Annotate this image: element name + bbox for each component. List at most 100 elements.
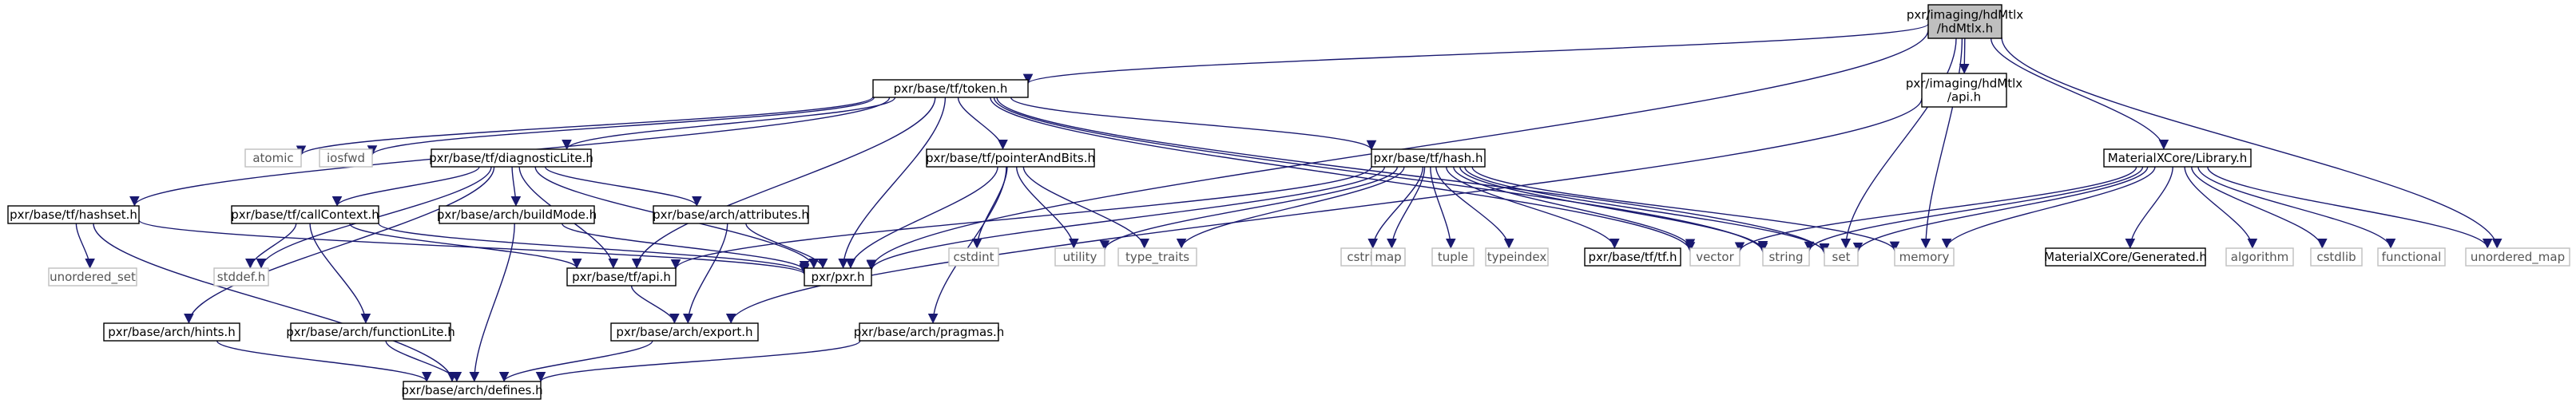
node-box (1927, 4, 2002, 39)
edge-mxlib-to-string (1804, 166, 2144, 252)
node-label: pxr/base/arch/export.h (616, 325, 752, 339)
node-label: pxr/base/arch/pragmas.h (854, 325, 1005, 339)
edge-token-to-hash (1010, 97, 1377, 151)
edge-token-to-string (993, 97, 1768, 253)
node-label: pxr/base/tf/tf.h (1589, 250, 1677, 264)
node-tfapi[interactable]: pxr/base/tf/api.h (566, 267, 677, 287)
edge-mxlib-to-algorithm (2184, 166, 2258, 249)
nodes-layer: pxr/imaging/hdMtlx/hdMtlx.h pxr/base/tf/t… (7, 4, 2570, 400)
edge-ptrbits-to-pragmas (927, 166, 1007, 324)
edge-diaglite-to-callctx (331, 166, 480, 207)
edge-token-to-iosfwd (367, 97, 875, 156)
node-label: pxr/base/tf/hash.h (1374, 151, 1483, 165)
node-label: pxr/base/arch/defines.h (401, 383, 542, 397)
edge-diaglite-to-attributes (544, 166, 702, 207)
edge-callctx-to-funclite (309, 223, 371, 324)
node-hash[interactable]: pxr/base/tf/hash.h (1371, 148, 1486, 168)
node-iosfwd: iosfwd (319, 148, 373, 168)
edge-token-to-atomic (296, 96, 874, 156)
node-funclite[interactable]: pxr/base/arch/functionLite.h (286, 322, 455, 342)
node-label: atomic (252, 151, 293, 165)
node-label: tuple (1438, 250, 1468, 264)
edge-mxlib-to-unordered_map (2207, 166, 2493, 249)
edge-hints-to-defines (216, 340, 432, 382)
node-box (566, 267, 677, 287)
node-label: pxr/imaging/hdMtlx (1906, 77, 2022, 91)
edge-hash-to-typeindex (1435, 166, 1514, 249)
node-label: type_traits (1125, 250, 1189, 265)
node-box (1431, 247, 1475, 267)
node-hdapi[interactable]: pxr/imaging/hdMtlx/api.h (1906, 73, 2022, 108)
node-algorithm: algorithm (2225, 247, 2294, 267)
node-unordered_set: unordered_set (48, 267, 137, 287)
edge-ptrbits-to-type_traits (1022, 166, 1149, 249)
node-set: set (1824, 247, 1859, 267)
node-tfh[interactable]: pxr/base/tf/tf.h (1584, 247, 1681, 267)
node-attributes[interactable]: pxr/base/arch/attributes.h (653, 205, 809, 224)
edge-callctx-to-tfapi (349, 223, 582, 269)
edge-tfapi-to-archexport (630, 285, 680, 324)
edge-mxlib-to-vector (1734, 166, 2137, 253)
node-box (439, 205, 595, 224)
node-hashset[interactable]: pxr/base/tf/hashset.h (7, 205, 140, 224)
node-label: pxr/base/arch/hints.h (108, 325, 235, 339)
node-label: pxr/base/tf/callContext.h (231, 207, 379, 222)
node-box (2045, 247, 2206, 267)
node-label: stddef.h (217, 270, 265, 284)
node-token[interactable]: pxr/base/tf/token.h (872, 79, 1029, 98)
edge-hdMtlx-to-mxlib (1991, 38, 2169, 150)
edge-token-to-vector (990, 97, 1696, 252)
edge-hdMtlx-to-unordered_map (2001, 37, 2503, 249)
node-box (213, 267, 269, 287)
node-label: set (1832, 250, 1851, 264)
node-box (431, 148, 592, 168)
edge-hashset-to-defines (93, 223, 458, 382)
node-pxrh[interactable]: pxr/pxr.h (804, 267, 872, 287)
edge-buildmode-to-defines (469, 223, 515, 382)
edge-diaglite-to-hints (184, 166, 495, 324)
node-label: cstdint (953, 250, 994, 264)
node-label: /hdMtlx.h (1937, 22, 1993, 36)
node-cstdint: cstdint (948, 247, 999, 267)
edge-hash-to-vector (1453, 166, 1696, 249)
node-box (2465, 247, 2570, 267)
node-defines[interactable]: pxr/base/arch/defines.h (401, 381, 543, 400)
node-hints[interactable]: pxr/base/arch/hints.h (103, 322, 240, 342)
node-box (2103, 148, 2252, 168)
node-callctx[interactable]: pxr/base/tf/callContext.h (231, 205, 379, 224)
node-typeindex: typeindex (1485, 247, 1549, 267)
node-label: pxr/base/arch/attributes.h (653, 207, 809, 222)
node-box (610, 322, 759, 342)
edge-hash-to-set (1464, 166, 1830, 254)
node-box (1371, 148, 1486, 168)
node-box (1762, 247, 1810, 267)
edge-hash-to-tfh (1446, 166, 1620, 249)
node-box (244, 148, 302, 168)
edge-mxlib-to-set (1852, 166, 2149, 253)
edge-hash-to-pxrh (866, 166, 1386, 271)
edge-hash-to-utility (1099, 166, 1398, 251)
node-mxlib[interactable]: MaterialXCore/Library.h (2103, 148, 2252, 168)
edge-attributes-to-archexport (683, 223, 728, 324)
node-label: unordered_map (2471, 250, 2565, 265)
node-box (1689, 247, 1740, 267)
node-buildmode[interactable]: pxr/base/arch/buildMode.h (437, 205, 597, 224)
node-label: pxr/base/tf/api.h (572, 270, 671, 284)
node-box (1054, 247, 1105, 267)
node-box (872, 79, 1029, 98)
node-pragmas[interactable]: pxr/base/arch/pragmas.h (854, 322, 1005, 342)
edge-token-to-pxrh (838, 97, 947, 269)
edge-hdMtlx-to-memory (1920, 38, 1963, 249)
node-hdMtlx[interactable]: pxr/imaging/hdMtlx/hdMtlx.h (1907, 4, 2023, 39)
edge-funclite-to-defines (385, 340, 462, 382)
node-box (1894, 247, 1955, 267)
node-utility: utility (1054, 247, 1105, 267)
node-diaglite[interactable]: pxr/base/tf/diagnosticLite.h (429, 148, 593, 168)
node-mxgen[interactable]: MaterialXCore/Generated.h (2044, 247, 2207, 267)
node-box (1485, 247, 1549, 267)
node-archexport[interactable]: pxr/base/arch/export.h (610, 322, 759, 342)
edge-hdapi-to-archexport (726, 97, 1923, 324)
node-label: functional (2382, 250, 2442, 264)
node-ptrbits[interactable]: pxr/base/tf/pointerAndBits.h (926, 148, 1095, 168)
node-label: unordered_set (50, 270, 136, 285)
